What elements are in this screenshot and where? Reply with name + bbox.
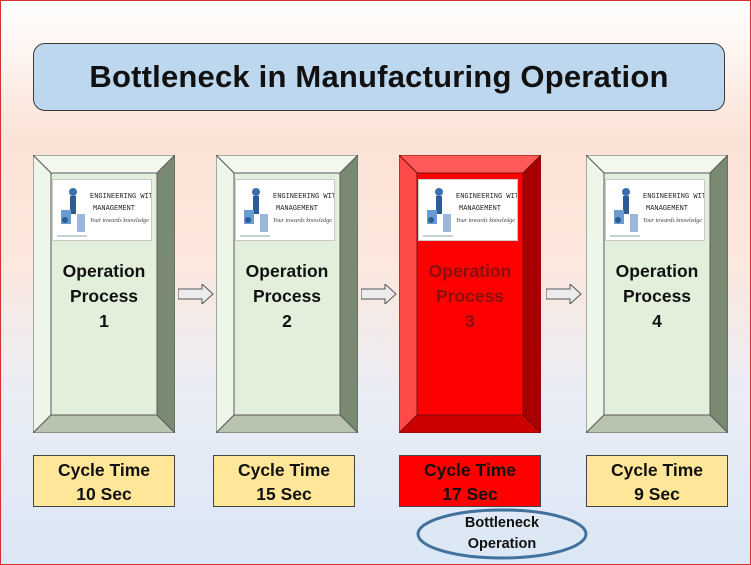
logo-graphic: ENGINEERING WITH MANAGEMENT Your towards…	[240, 188, 340, 237]
cycle-time-box-4: Cycle Time 9 Sec	[586, 455, 728, 507]
logo-tagline: Your towards knowledge	[643, 218, 702, 224]
logo-graphic: ENGINEERING WITH MANAGEMENT Your towards…	[423, 188, 523, 237]
flow-arrow-icon	[361, 284, 397, 304]
logo-text-line1: ENGINEERING WITH	[90, 193, 151, 201]
process-label-4: Operation Process 4	[615, 261, 699, 331]
company-logo: ENGINEERING WITH MANAGEMENT Your towards…	[418, 179, 523, 241]
logo-text-line2: MANAGEMENT	[646, 205, 688, 213]
process-box-1: ENGINEERING WITH MANAGEMENT Your towards…	[33, 155, 175, 433]
logo-text-line1: ENGINEERING WITH	[273, 193, 334, 201]
company-logo: ENGINEERING WITH MANAGEMENT Your towards…	[605, 179, 710, 241]
logo-graphic: ENGINEERING WITH MANAGEMENT Your towards…	[610, 188, 710, 237]
logo-text-line1: ENGINEERING WITH	[456, 193, 517, 201]
company-logo: ENGINEERING WITH MANAGEMENT Your towards…	[235, 179, 340, 241]
logo-text-line2: MANAGEMENT	[459, 205, 501, 213]
company-logo: ENGINEERING WITH MANAGEMENT Your towards…	[52, 179, 157, 241]
cycle-time-box-2: Cycle Time 15 Sec	[213, 455, 355, 507]
bottleneck-callout-label: Bottleneck Operation	[464, 515, 540, 552]
cycle-time-box-1: Cycle Time 10 Sec	[33, 455, 175, 507]
process-box-4: ENGINEERING WITH MANAGEMENT Your towards…	[586, 155, 728, 433]
diagram-title-box: Bottleneck in Manufacturing Operation	[33, 43, 725, 111]
process-label-2: Operation Process 2	[245, 261, 329, 331]
flow-arrow-icon	[546, 284, 582, 304]
process-label-3: Operation Process 3	[428, 261, 512, 331]
logo-text-line1: ENGINEERING WITH	[643, 193, 704, 201]
logo-tagline: Your towards knowledge	[273, 218, 332, 224]
bottleneck-callout-ellipse	[416, 508, 588, 560]
process-box-3-bottleneck: ENGINEERING WITH MANAGEMENT Your towards…	[399, 155, 541, 433]
logo-tagline: Your towards knowledge	[90, 218, 149, 224]
logo-text-line2: MANAGEMENT	[276, 205, 318, 213]
cycle-time-box-3: Cycle Time 17 Sec	[399, 455, 541, 507]
flow-arrow-icon	[178, 284, 214, 304]
process-label-1: Operation Process 1	[62, 261, 146, 331]
logo-tagline: Your towards knowledge	[456, 218, 515, 224]
diagram-title: Bottleneck in Manufacturing Operation	[89, 59, 669, 94]
logo-text-line2: MANAGEMENT	[93, 205, 135, 213]
logo-graphic: ENGINEERING WITH MANAGEMENT Your towards…	[57, 188, 157, 237]
process-box-2: ENGINEERING WITH MANAGEMENT Your towards…	[216, 155, 358, 433]
